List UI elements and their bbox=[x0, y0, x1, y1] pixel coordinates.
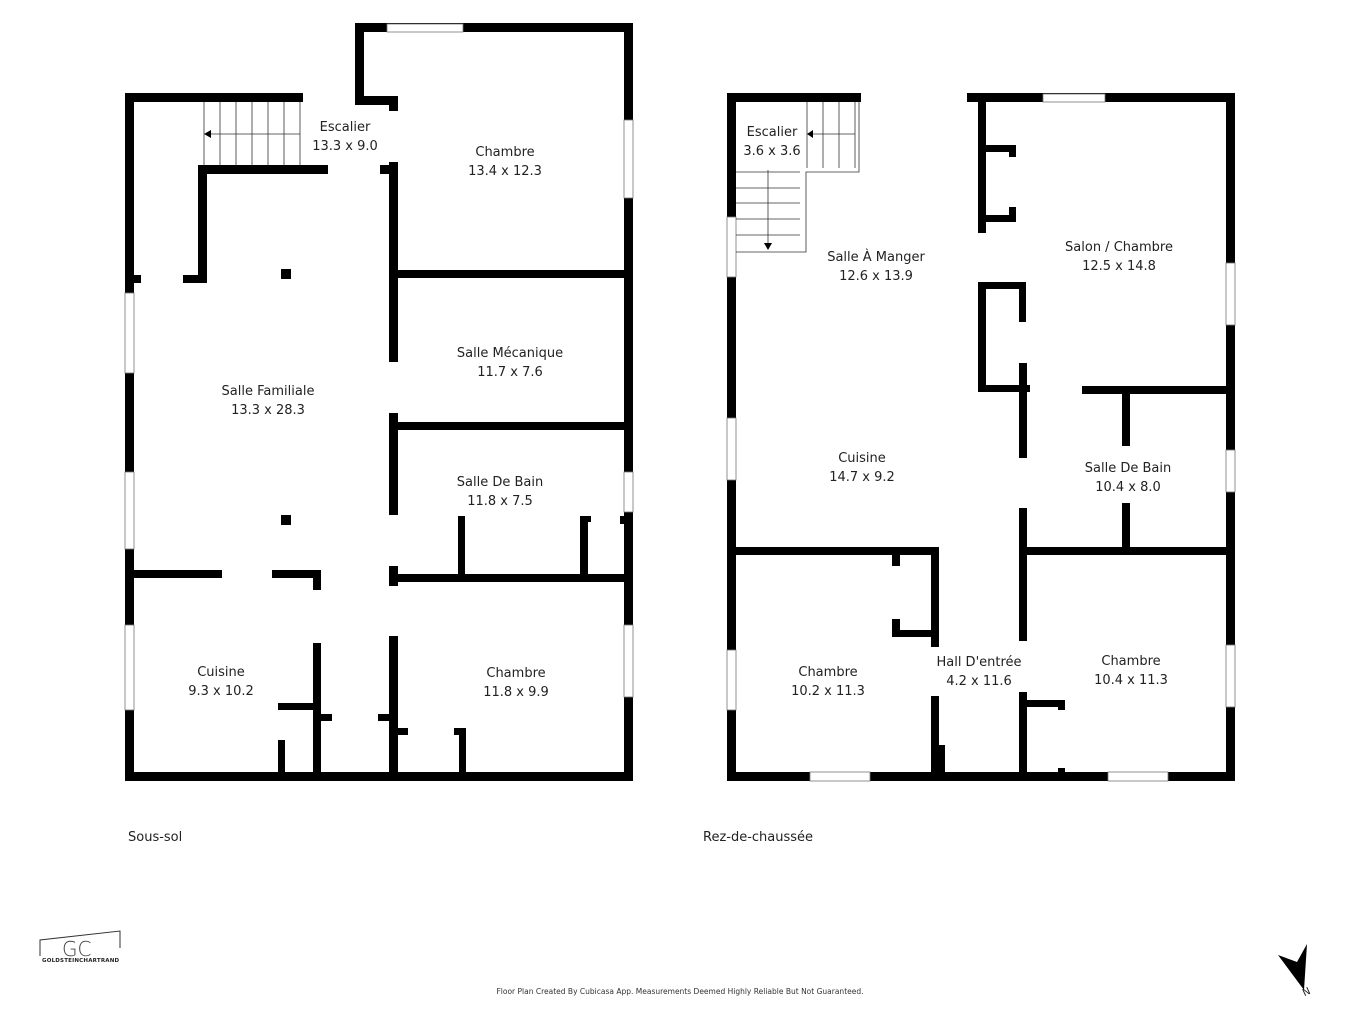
room-escalier-basement: Escalier 13.3 x 9.0 bbox=[312, 118, 378, 156]
basement-walls bbox=[125, 23, 633, 781]
room-cuisine-ground: Cuisine 14.7 x 9.2 bbox=[829, 449, 895, 487]
room-dims: 4.2 x 11.6 bbox=[946, 674, 1012, 689]
room-dims: 10.2 x 11.3 bbox=[791, 684, 865, 699]
room-name: Salle De Bain bbox=[1084, 461, 1172, 476]
room-escalier-ground: Escalier 3.6 x 3.6 bbox=[743, 123, 800, 161]
room-chambre-basement-top: Chambre 13.4 x 12.3 bbox=[468, 143, 542, 181]
room-chambre-ground-right: Chambre 10.4 x 11.3 bbox=[1094, 652, 1168, 690]
room-salon-chambre: Salon / Chambre 12.5 x 14.8 bbox=[1065, 238, 1173, 276]
room-cuisine-basement: Cuisine 9.3 x 10.2 bbox=[188, 663, 254, 701]
disclaimer: Floor Plan Created By Cubicasa App. Meas… bbox=[496, 987, 864, 996]
basement-stairs bbox=[203, 102, 301, 165]
room-name: Chambre bbox=[486, 666, 546, 681]
room-dims: 14.7 x 9.2 bbox=[829, 470, 895, 485]
room-dims: 3.6 x 3.6 bbox=[743, 144, 801, 159]
room-dims: 10.4 x 8.0 bbox=[1095, 480, 1161, 495]
room-chambre-ground-left: Chambre 10.2 x 11.3 bbox=[791, 663, 865, 701]
room-salle-a-manger: Salle À Manger 12.6 x 13.9 bbox=[827, 248, 925, 286]
room-salle-mecanique: Salle Mécanique 11.7 x 7.6 bbox=[457, 344, 563, 382]
room-dims: 12.5 x 14.8 bbox=[1082, 259, 1156, 274]
room-dims: 11.7 x 7.6 bbox=[477, 365, 543, 380]
room-name: Salon / Chambre bbox=[1065, 240, 1173, 255]
room-dims: 11.8 x 7.5 bbox=[467, 494, 533, 509]
floor-label-ground: Rez-de-chaussée bbox=[703, 830, 814, 845]
basement-windows bbox=[124, 23, 634, 711]
room-salle-de-bain-ground: Salle De Bain 10.4 x 8.0 bbox=[1085, 459, 1171, 497]
compass-arrow-icon bbox=[1278, 944, 1307, 990]
room-name: Cuisine bbox=[197, 665, 245, 680]
room-name: Chambre bbox=[475, 145, 535, 160]
room-dims: 13.3 x 28.3 bbox=[231, 403, 305, 418]
logo-initials: GC bbox=[62, 937, 91, 961]
ground-floor-stairs bbox=[736, 102, 860, 253]
room-salle-de-bain-basement: Salle De Bain 11.8 x 7.5 bbox=[457, 473, 543, 511]
room-dims: 10.4 x 11.3 bbox=[1094, 673, 1168, 688]
room-name: Salle De Bain bbox=[456, 475, 544, 490]
room-dims: 12.6 x 13.9 bbox=[839, 269, 913, 284]
room-name: Escalier bbox=[746, 125, 798, 140]
room-salle-familiale: Salle Familiale 13.3 x 28.3 bbox=[222, 382, 315, 420]
room-dims: 11.8 x 9.9 bbox=[483, 685, 549, 700]
room-name: Salle Familiale bbox=[221, 384, 315, 399]
room-name: Cuisine bbox=[838, 451, 886, 466]
room-dims: 13.4 x 12.3 bbox=[468, 164, 542, 179]
room-dims: 13.3 x 9.0 bbox=[312, 139, 378, 154]
room-chambre-basement-bottom: Chambre 11.8 x 9.9 bbox=[483, 664, 549, 702]
room-name: Chambre bbox=[798, 665, 858, 680]
room-name: Salle Mécanique bbox=[456, 346, 564, 361]
floor-label-basement: Sous-sol bbox=[128, 830, 183, 845]
room-hall-entree: Hall D'entrée 4.2 x 11.6 bbox=[936, 653, 1021, 691]
room-name: Salle À Manger bbox=[827, 250, 925, 265]
room-name: Chambre bbox=[1101, 654, 1161, 669]
room-dims: 9.3 x 10.2 bbox=[188, 684, 254, 699]
goldstein-chartrand-logo: GC bbox=[39, 930, 121, 961]
room-name: Hall D'entrée bbox=[936, 655, 1022, 670]
room-name: Escalier bbox=[319, 120, 371, 135]
ground-floor-windows bbox=[726, 93, 1236, 782]
logo-name: GOLDSTEINCHARTRAND bbox=[42, 958, 120, 964]
